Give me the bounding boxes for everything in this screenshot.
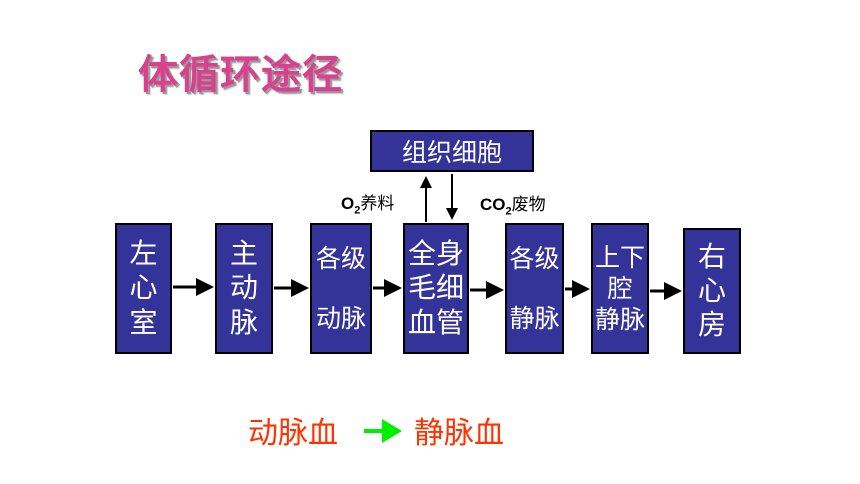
box-line: 静脉 [509, 303, 560, 333]
box-line: 室 [129, 305, 158, 339]
co2-symbol: CO [480, 195, 506, 214]
box-line: 上下 [594, 242, 645, 272]
box-line: 静脉 [594, 305, 645, 335]
box-right-atrium: 右 心 房 [683, 228, 741, 354]
o2-symbol: O [341, 194, 355, 213]
co2-subscript: 2 [505, 205, 512, 218]
box-line: 心 [129, 271, 158, 305]
box-line: 血管 [407, 305, 464, 339]
box-line: 动 [229, 271, 258, 305]
box-aorta: 主 动 脉 [215, 223, 273, 354]
box-left-ventricle: 左 心 室 [115, 223, 172, 354]
box-line: 腔 [607, 273, 633, 303]
box-line: 各级 [315, 244, 366, 274]
box-line: 心 [697, 273, 726, 307]
box-line: 房 [697, 308, 726, 342]
co2-text: 废物 [511, 195, 546, 215]
box-line: 右 [697, 239, 726, 273]
box-line: 全身 [407, 237, 464, 271]
box-line: 动脉 [315, 303, 366, 333]
co2-waste-label: CO2废物 [480, 190, 546, 217]
box-line: 各级 [509, 244, 560, 274]
box-line: 脉 [229, 305, 258, 339]
o2-subscript: 2 [354, 204, 361, 217]
box-veins: 各级 静脉 [505, 223, 564, 354]
tissue-cells-box: 组织细胞 [370, 130, 534, 172]
box-line: 左 [129, 237, 158, 271]
o2-nutrients-label: O2养料 [341, 189, 394, 216]
box-capillaries: 全身 毛细 血管 [403, 223, 469, 354]
box-vena-cava: 上下 腔 静脉 [591, 223, 649, 354]
box-line: 主 [229, 237, 258, 271]
venous-blood-label: 静脉血 [414, 416, 504, 451]
box-line: 毛细 [407, 271, 464, 305]
o2-text: 养料 [360, 194, 395, 214]
page-title: 体循环途径 [138, 52, 343, 98]
arterial-blood-label: 动脉血 [248, 416, 338, 451]
box-arteries: 各级 动脉 [310, 223, 372, 354]
